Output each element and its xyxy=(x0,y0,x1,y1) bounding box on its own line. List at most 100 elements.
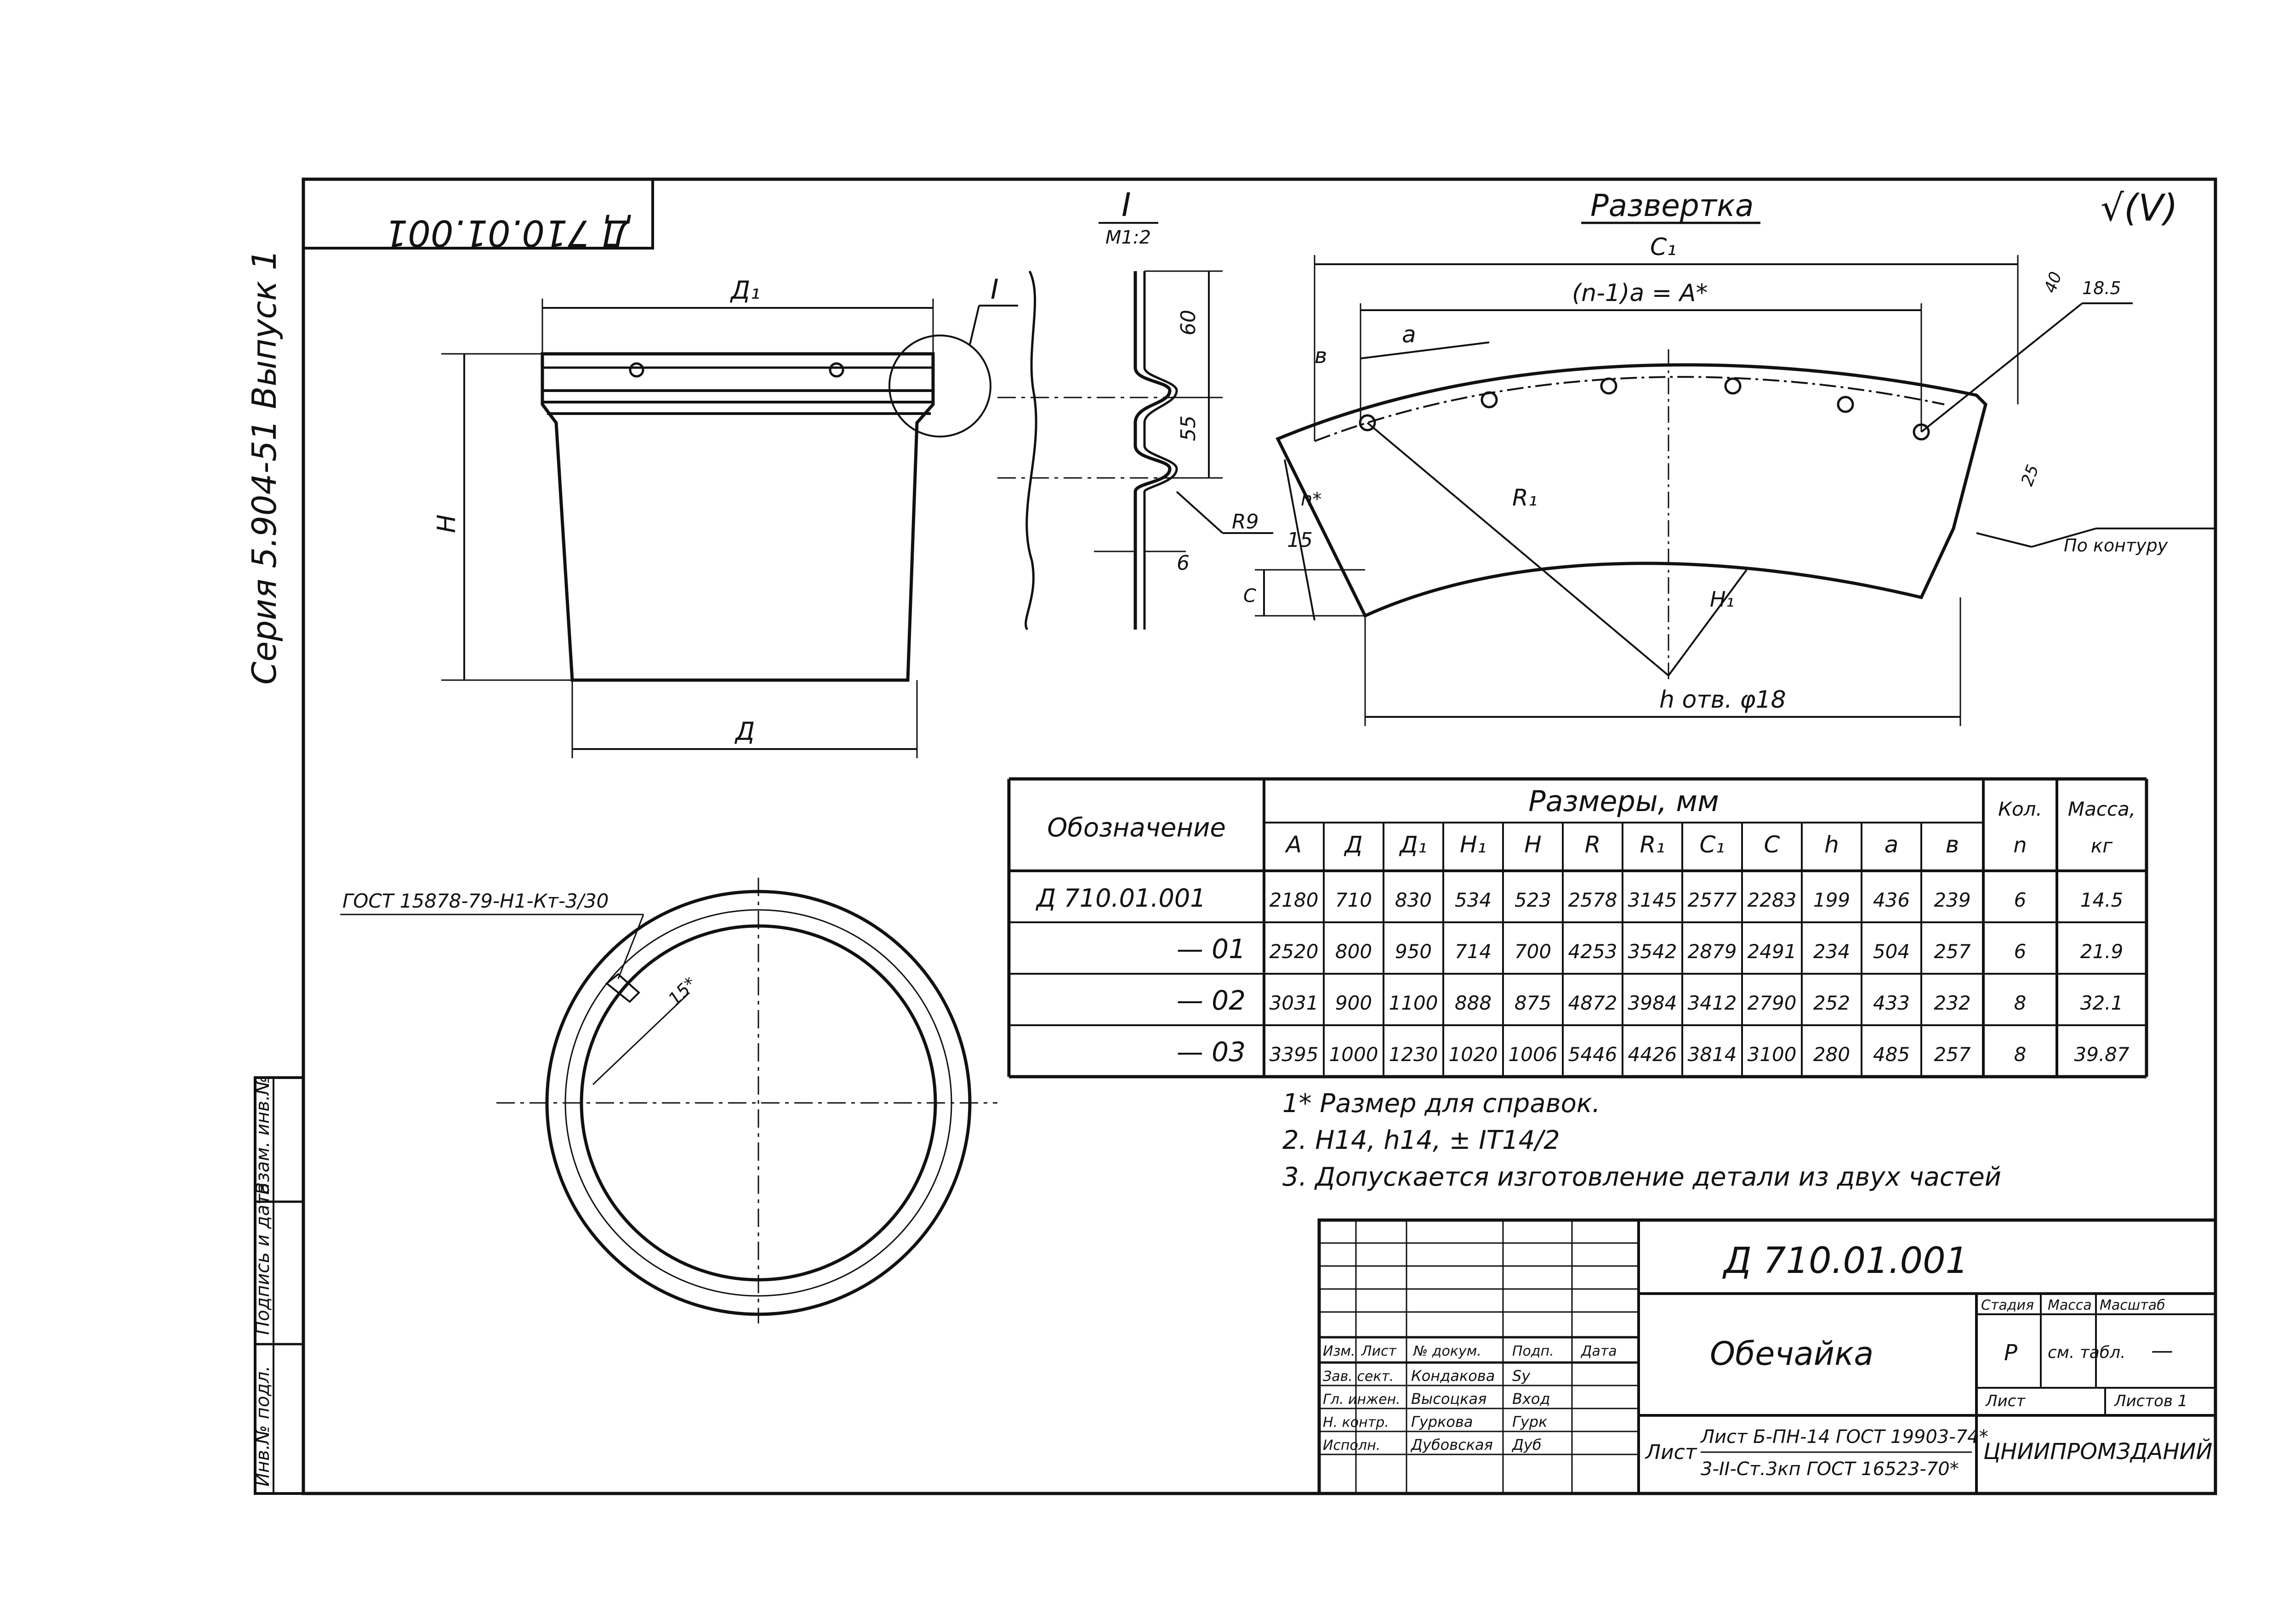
detail-title: I xyxy=(1122,186,1131,224)
table-cell: 1006 xyxy=(1509,1043,1558,1066)
detail-dim-6: 6 xyxy=(1177,551,1190,575)
detail-callout: I xyxy=(991,273,999,306)
table-cell: 2879 xyxy=(1688,940,1737,963)
dev-label-c: h отв. φ18 xyxy=(1659,686,1786,714)
side-strip xyxy=(254,1076,305,1495)
table-cell: 436 xyxy=(1873,889,1910,911)
table-cell: 1000 xyxy=(1329,1043,1378,1066)
table-cell: 32.1 xyxy=(2080,992,2124,1014)
table-cell: 280 xyxy=(1813,1043,1850,1066)
table-header-2: Д xyxy=(1344,831,1362,858)
development-view: Развертка R₁ Н₁ С₁ (n-1)a = A* a в 15 xyxy=(1243,188,2215,726)
table-cell: 700 xyxy=(1515,940,1551,963)
sheet-frame xyxy=(302,177,2217,1495)
table-header-mass-unit: кг xyxy=(2091,835,2113,857)
tb-col-list: Лист xyxy=(1361,1343,1397,1359)
detail-dim-r9: R9 xyxy=(1232,510,1259,534)
dim-d1: Д₁ xyxy=(730,276,760,305)
tb-sheet: Лист xyxy=(1985,1392,2026,1410)
dev-label-a: a xyxy=(1402,321,1416,348)
table-cell: 3814 xyxy=(1688,1043,1737,1066)
table-cell: 2491 xyxy=(1748,940,1797,963)
front-view: Д₁ Н Д I xyxy=(432,273,1018,758)
dev-label-c1: С₁ xyxy=(1650,233,1676,261)
development-title: Развертка xyxy=(1590,188,1754,223)
tb-name-3: Дубовская xyxy=(1410,1436,1493,1454)
table-cell: 3412 xyxy=(1688,992,1737,1014)
tb-role-0: Зав. сект. xyxy=(1323,1368,1394,1385)
table-cell: 6 xyxy=(2014,889,2027,911)
tb-scale: — xyxy=(2151,1338,2173,1363)
detail-dim-60: 60 xyxy=(1177,310,1200,335)
table-cell: 1020 xyxy=(1449,1043,1498,1066)
dev-label-h: С xyxy=(1243,585,1256,607)
tb-col-doc: № докум. xyxy=(1412,1343,1481,1359)
dev-label-25: По контуру xyxy=(2064,535,2168,556)
tb-mass-header: Масса xyxy=(2048,1297,2092,1313)
table-cell: 504 xyxy=(1873,940,1910,963)
ring-view: ГОСТ 15878-79-Н1-Кт-3/30 15* xyxy=(340,878,997,1323)
tb-sign-3: Дуб xyxy=(1511,1436,1542,1454)
table-cell: 534 xyxy=(1455,889,1492,911)
table-group-header: Размеры, мм xyxy=(1528,784,1719,818)
table-header-6: R xyxy=(1585,831,1601,858)
dim-d: Д xyxy=(735,717,755,746)
table-header-12: в xyxy=(1946,831,1959,858)
tb-role-1: Гл. инжен. xyxy=(1323,1391,1401,1408)
tb-name-2: Гуркова xyxy=(1411,1413,1473,1431)
detail-view: I М1:2 60 55 R9 6 xyxy=(997,186,1273,630)
dev-label-v: в xyxy=(1315,343,1327,368)
table-cell: 3984 xyxy=(1628,992,1677,1014)
tb-sign-0: Sy xyxy=(1512,1367,1531,1385)
table-header-4: Н₁ xyxy=(1460,831,1486,858)
table-header-designation: Обозначение xyxy=(1047,813,1226,843)
table-cell: 2520 xyxy=(1270,940,1319,963)
table-cell: 1100 xyxy=(1389,992,1438,1014)
table-cell: 199 xyxy=(1813,889,1850,911)
table-cell: 875 xyxy=(1515,992,1551,1014)
table-cell: 830 xyxy=(1395,889,1432,911)
tb-designation: Д 710.01.001 xyxy=(1722,1240,1968,1282)
table-cell: 234 xyxy=(1813,940,1850,963)
note-1: 1* Размер для справок. xyxy=(1282,1089,1600,1119)
tb-sign-2: Гурк xyxy=(1512,1413,1548,1431)
table-cell: 3100 xyxy=(1748,1043,1797,1066)
table-cell: 5446 xyxy=(1568,1043,1617,1066)
table-header-mass: Масса, xyxy=(2068,798,2135,820)
table-cell: 8 xyxy=(2014,1043,2027,1066)
side-col-2: Подпись и дата xyxy=(252,1183,273,1335)
table-cell-designation: Д 710.01.001 xyxy=(1036,884,1206,913)
table-cell: 4872 xyxy=(1568,992,1617,1014)
table-cell: 800 xyxy=(1335,940,1372,963)
dev-label-40: 25 xyxy=(2018,462,2043,488)
dev-label-r1: Н₁ xyxy=(1710,587,1734,612)
tb-material-2: 3-II-Ст.3кп ГОСТ 16523-70* xyxy=(1701,1459,1959,1480)
table-header-qty-n: n xyxy=(2013,833,2027,857)
detail-dim-55: 55 xyxy=(1177,415,1200,441)
tb-name-0: Кондакова xyxy=(1411,1367,1495,1385)
table-cell: 3145 xyxy=(1628,889,1677,911)
table-cell: 1230 xyxy=(1389,1043,1438,1066)
table-cell: 39.87 xyxy=(2074,1043,2130,1066)
note-2: 2. H14, h14, ± IT14/2 xyxy=(1282,1125,1560,1155)
tb-col-sign: Подп. xyxy=(1512,1343,1554,1359)
table-cell: 523 xyxy=(1515,889,1551,911)
table-header-9: С xyxy=(1764,831,1780,858)
tb-sign-1: Вход xyxy=(1512,1390,1550,1408)
detail-scale: М1:2 xyxy=(1105,227,1151,248)
tb-role-2: Н. контр. xyxy=(1323,1414,1389,1431)
dev-label-na: (n-1)a = A* xyxy=(1572,279,1708,307)
table-cell: 3031 xyxy=(1270,992,1319,1014)
stamp-number-upside: Д 710.01.001 xyxy=(385,212,631,253)
tb-name-1: Высоцкая xyxy=(1411,1390,1486,1408)
dev-label-h1: 15 xyxy=(1287,528,1313,552)
table-cell: 2180 xyxy=(1270,889,1319,911)
dim-h: Н xyxy=(432,514,461,533)
dev-label-holes: 18.5 xyxy=(2082,278,2121,298)
tb-col-date: Дата xyxy=(1580,1343,1617,1359)
series-label: Серия 5.904-51 Выпуск 1 xyxy=(245,249,284,685)
side-col-1: Инв.№ подл. xyxy=(252,1366,273,1487)
table-cell-designation: — 03 xyxy=(1177,1036,1246,1068)
table-cell: 900 xyxy=(1335,992,1372,1014)
stamp-box xyxy=(302,178,654,250)
